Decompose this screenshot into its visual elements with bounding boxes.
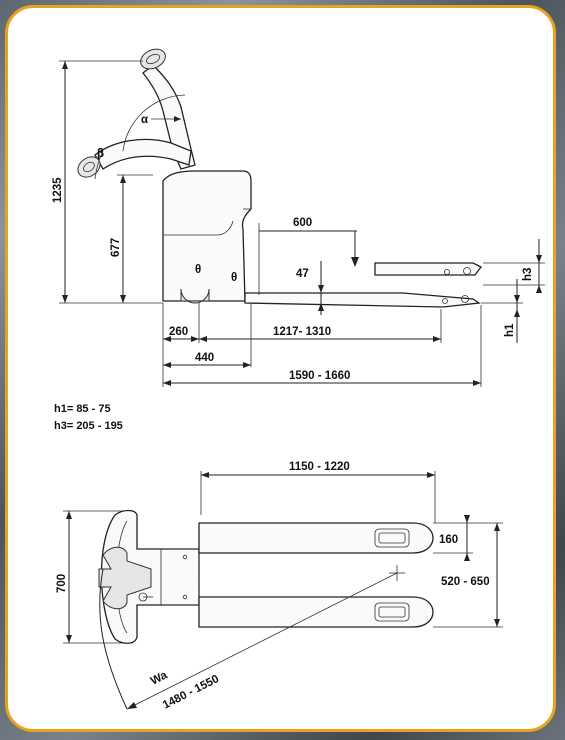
fork-upper: [198, 522, 434, 554]
fork-raised: [374, 262, 482, 276]
fork-height-label: 47: [296, 268, 309, 280]
truck-chassis: [162, 170, 252, 302]
lift-h3-label: h3: [522, 268, 534, 281]
angle-alpha-label: α: [141, 114, 148, 126]
tiller-head-lowered: [77, 156, 101, 178]
mark-right: θ: [231, 272, 237, 284]
fork-spread-label: 520 - 650: [441, 576, 490, 588]
fork-lowered: [244, 292, 481, 308]
tiller-arm-lowered: [94, 138, 192, 170]
top-view: 1150 - 1220 700: [56, 461, 503, 712]
turning-label: Wa: [149, 669, 170, 688]
load-center-label: 600: [293, 217, 312, 229]
lowered-h1-label: h1: [504, 323, 516, 337]
fork-length-label: 1150 - 1220: [289, 461, 350, 473]
overall-length-label: 1590 - 1660: [289, 370, 350, 382]
note-h3: h3= 205 - 195: [54, 420, 123, 432]
drawing-frame: α β θ θ 1235: [5, 5, 556, 732]
fork-lower: [198, 596, 434, 628]
width-total-label: 700: [56, 574, 68, 593]
side-view: α β θ θ 1235: [52, 48, 545, 387]
height-handle-label: 677: [110, 238, 122, 257]
note-h1: h1= 85 - 75: [54, 403, 111, 415]
dim-440-label: 440: [195, 352, 214, 364]
tiller-head-top: [98, 546, 152, 610]
drive-wheel: [180, 288, 210, 304]
angle-beta-label: β: [97, 148, 104, 160]
turning-radius-label: 1480 - 1550: [161, 673, 221, 712]
mark-left: θ: [195, 264, 201, 276]
tiller-arm-upright: [142, 64, 196, 170]
fork-width-label: 160: [439, 534, 458, 546]
fork-length-range-label: 1217- 1310: [273, 326, 331, 338]
technical-drawing: α β θ θ 1235: [52, 48, 545, 712]
height-total-label: 1235: [52, 177, 64, 203]
dim-260-label: 260: [169, 326, 188, 338]
tiller-head-upright: [140, 48, 166, 70]
